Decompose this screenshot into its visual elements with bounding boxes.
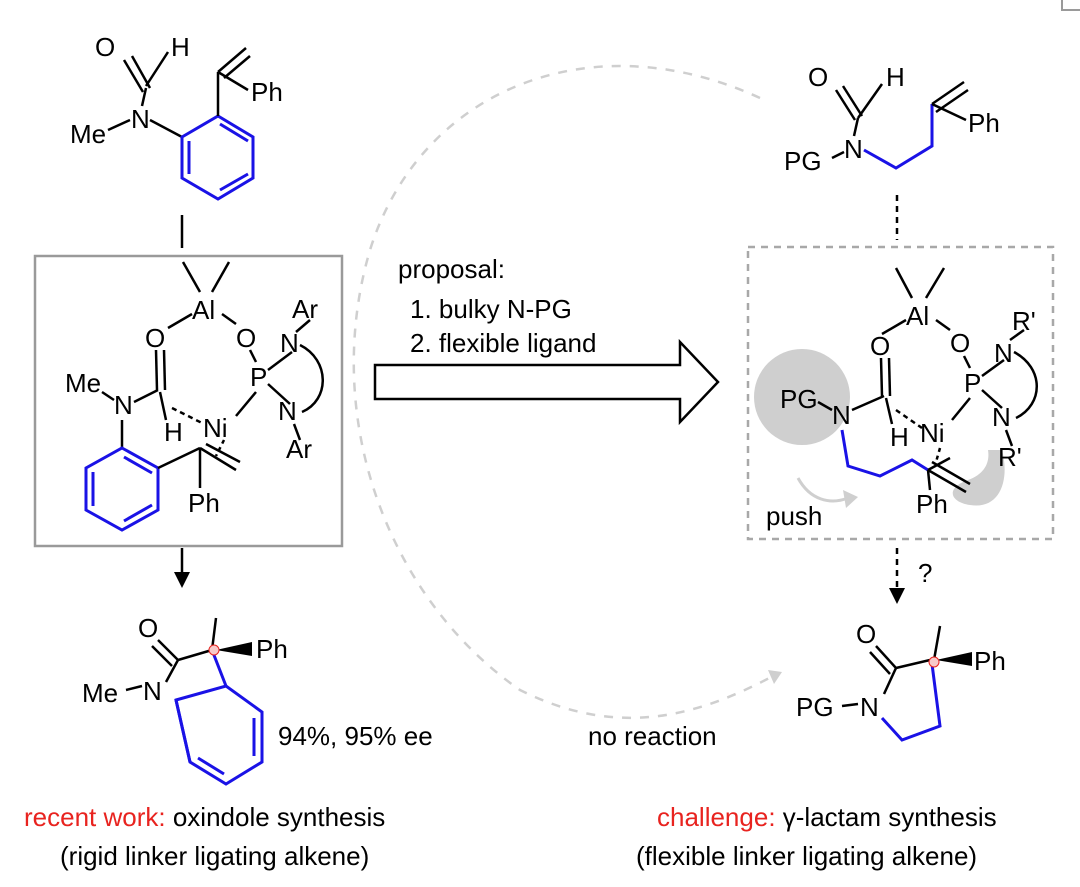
pg-bulk-shadow	[754, 349, 850, 445]
left-cx-Ar-bot: Ar	[286, 434, 312, 464]
right-cx-Ph: Ph	[916, 489, 948, 519]
right-sub-N: N	[844, 134, 863, 164]
right-prod-O: O	[856, 619, 876, 649]
left-cx-H: H	[164, 417, 183, 447]
right-cx-N: N	[832, 400, 851, 430]
right-prod-linker	[880, 663, 942, 742]
left-sub-O: O	[95, 32, 115, 62]
left-cx-O1: O	[145, 323, 165, 353]
left-sub-N: N	[131, 104, 150, 134]
left-yield: 94%, 95% ee	[278, 721, 433, 751]
left-caption-rest: oxindole synthesis	[166, 802, 386, 832]
right-cx-Al: Al	[906, 301, 929, 331]
right-cx-O1: O	[870, 331, 890, 361]
left-caption-highlight: recent work:	[24, 802, 166, 832]
left-cx-P: P	[250, 362, 267, 392]
right-cx-O2: O	[950, 328, 970, 358]
left-cx-N-bot: N	[278, 396, 297, 426]
right-cx-N-bot: N	[992, 402, 1011, 432]
question-mark: ?	[918, 558, 932, 588]
left-cx-Ni: Ni	[203, 413, 228, 443]
proposal-label: proposal:	[398, 254, 505, 284]
left-prod-N: N	[143, 676, 162, 706]
left-cx-Al: Al	[192, 295, 215, 325]
right-cx-N-top: N	[994, 338, 1013, 368]
left-cx-Ph: Ph	[188, 488, 220, 518]
left-sub-Ph: Ph	[251, 77, 283, 107]
right-cx-linker	[840, 429, 929, 478]
left-caption-line2: (rigid linker ligating alkene)	[60, 841, 369, 871]
right-prod-PG: PG	[796, 692, 834, 722]
left-sub-Me: Me	[70, 119, 106, 149]
push-label: push	[766, 501, 822, 531]
left-sub-benzene	[180, 114, 255, 201]
proposal-open-arrow	[373, 338, 720, 426]
right-caption-line1: challenge: γ-lactam synthesis	[657, 802, 997, 832]
proposal-step1: 1. bulky N-PG	[410, 294, 572, 324]
right-prod-stereocenter	[928, 656, 940, 668]
right-product: O N PG Ph	[796, 619, 1006, 742]
right-sub-Ph: Ph	[968, 108, 1000, 138]
right-caption-highlight: challenge:	[657, 802, 776, 832]
left-prod-O: O	[138, 613, 158, 643]
left-prod-Ph: Ph	[256, 634, 288, 664]
left-complex: Al O O P N N Ar Ar Ni Me N H	[65, 261, 324, 532]
left-sub-H: H	[171, 32, 190, 62]
right-caption-line2: (flexible linker ligating alkene)	[636, 841, 977, 871]
right-caption-rest: γ-lactam synthesis	[776, 802, 997, 832]
left-cx-Ar-top: Ar	[292, 294, 318, 324]
right-cx-PG: PG	[780, 384, 818, 414]
right-substrate: O H N PG Ph	[784, 62, 1000, 176]
right-sub-O: O	[808, 62, 828, 92]
no-reaction-label: no reaction	[588, 721, 717, 751]
proposal-step2: 2. flexible ligand	[410, 328, 596, 358]
push-arrow	[796, 477, 849, 503]
no-reaction-arrowhead	[768, 670, 782, 684]
right-sub-PG: PG	[784, 146, 822, 176]
left-prod-Me: Me	[82, 678, 118, 708]
left-cx-O2: O	[236, 323, 256, 353]
left-cx-benzene	[84, 446, 160, 532]
left-cx-N-top: N	[280, 328, 299, 358]
no-reaction-arc	[352, 64, 776, 720]
left-caption-line1: recent work: oxindole synthesis	[24, 802, 385, 832]
right-complex: push Al O O P N N R' R' Ni PG N H	[754, 267, 1038, 531]
left-substrate: O H N Me Ph	[70, 32, 283, 201]
left-cx-N: N	[114, 390, 133, 420]
right-cx-H: H	[890, 422, 909, 452]
left-complex-box	[33, 254, 344, 548]
right-prod-Ph: Ph	[974, 646, 1006, 676]
right-cx-P: P	[964, 368, 981, 398]
left-product: O N Me Ph 94%, 95% ee	[82, 613, 433, 786]
right-sub-linker	[863, 104, 934, 170]
right-sub-H: H	[886, 62, 905, 92]
left-cx-Me: Me	[65, 368, 101, 398]
right-cx-R-bot: R'	[998, 442, 1022, 472]
corner-frame-fragment	[1061, 0, 1080, 11]
right-prod-N: N	[860, 692, 879, 722]
right-cx-R-top: R'	[1012, 306, 1036, 336]
left-prod-stereocenter	[208, 644, 220, 656]
right-cx-Ni: Ni	[920, 418, 945, 448]
